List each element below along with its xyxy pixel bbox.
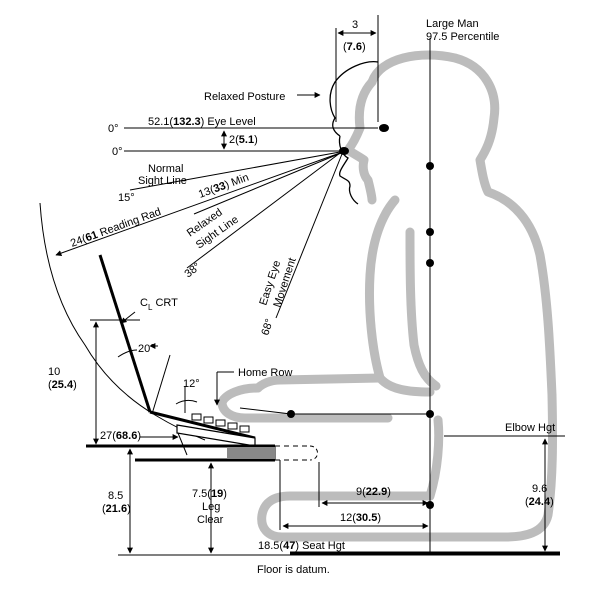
eye-level-angle: 0° xyxy=(108,123,119,135)
joint-neck xyxy=(426,162,434,170)
forearm-depth-label: 9(22.9) xyxy=(356,486,391,498)
leg-clear-line1: Leg xyxy=(202,501,220,513)
under-surface-value: 8.5 xyxy=(108,490,123,502)
reading-radius-arc xyxy=(39,202,206,441)
joint-shoulder xyxy=(426,228,434,236)
crt-height-value: 10 xyxy=(48,366,60,378)
under-surface-metric: (21.6) xyxy=(102,503,131,515)
sight-drop-label: 2(5.1) xyxy=(229,134,258,146)
seat-height-label: 18.5(47) Seat Hgt xyxy=(258,540,345,552)
leg-clear-value: 7.5(19) xyxy=(192,488,227,500)
eye-point xyxy=(339,147,349,155)
surface-height-label: 27(68.6) xyxy=(100,430,141,442)
head-offset-dimension xyxy=(335,15,379,122)
body-silhouette xyxy=(217,50,558,542)
seat-depth-label: 12(30.5) xyxy=(340,512,381,524)
head-offset-metric: (7.6) xyxy=(343,41,366,53)
joint-hip xyxy=(426,501,434,509)
eye-level-label: 52.1(132.3) Eye Level xyxy=(148,116,256,128)
keyboard-tilt-angle: 12° xyxy=(183,378,200,390)
sight-drop-angle: 0° xyxy=(112,146,123,158)
reading-radius-label: 24(61 Reading Rad xyxy=(69,206,163,250)
normal-sight-line-1: Normal xyxy=(148,163,183,175)
relaxed-sight-angle: 38° xyxy=(182,261,203,281)
eye-level-point xyxy=(379,124,389,132)
screen-tilt-angle: 20° xyxy=(138,343,155,355)
keyboard xyxy=(176,413,256,447)
elbow-height-value: 9.6 xyxy=(532,483,547,495)
elbow-height-metric: (24.4) xyxy=(525,496,554,508)
leg-clear-line2: Clear xyxy=(197,514,224,526)
floor-datum-label: Floor is datum. xyxy=(257,564,330,576)
relaxed-posture-label: Relaxed Posture xyxy=(204,91,285,103)
work-surface xyxy=(86,444,318,462)
large-man-label: Large Man xyxy=(426,18,479,30)
home-row-label: Home Row xyxy=(238,367,292,379)
sight-lines xyxy=(55,124,389,319)
normal-sight-line-2: Sight Line xyxy=(138,175,187,187)
crt-centerline-label: CL CRT xyxy=(140,297,178,312)
normal-sight-angle: 15° xyxy=(118,192,135,204)
percentile-label: 97.5 Percentile xyxy=(426,31,499,43)
easy-eye-angle: 68° xyxy=(259,317,276,337)
elbow-hgt-label: Elbow Hgt xyxy=(505,422,555,434)
crt-screen xyxy=(98,254,256,440)
joint-chest xyxy=(426,259,434,267)
head-offset-value: 3 xyxy=(352,19,358,31)
crt-height-metric: (25.4) xyxy=(48,379,77,391)
